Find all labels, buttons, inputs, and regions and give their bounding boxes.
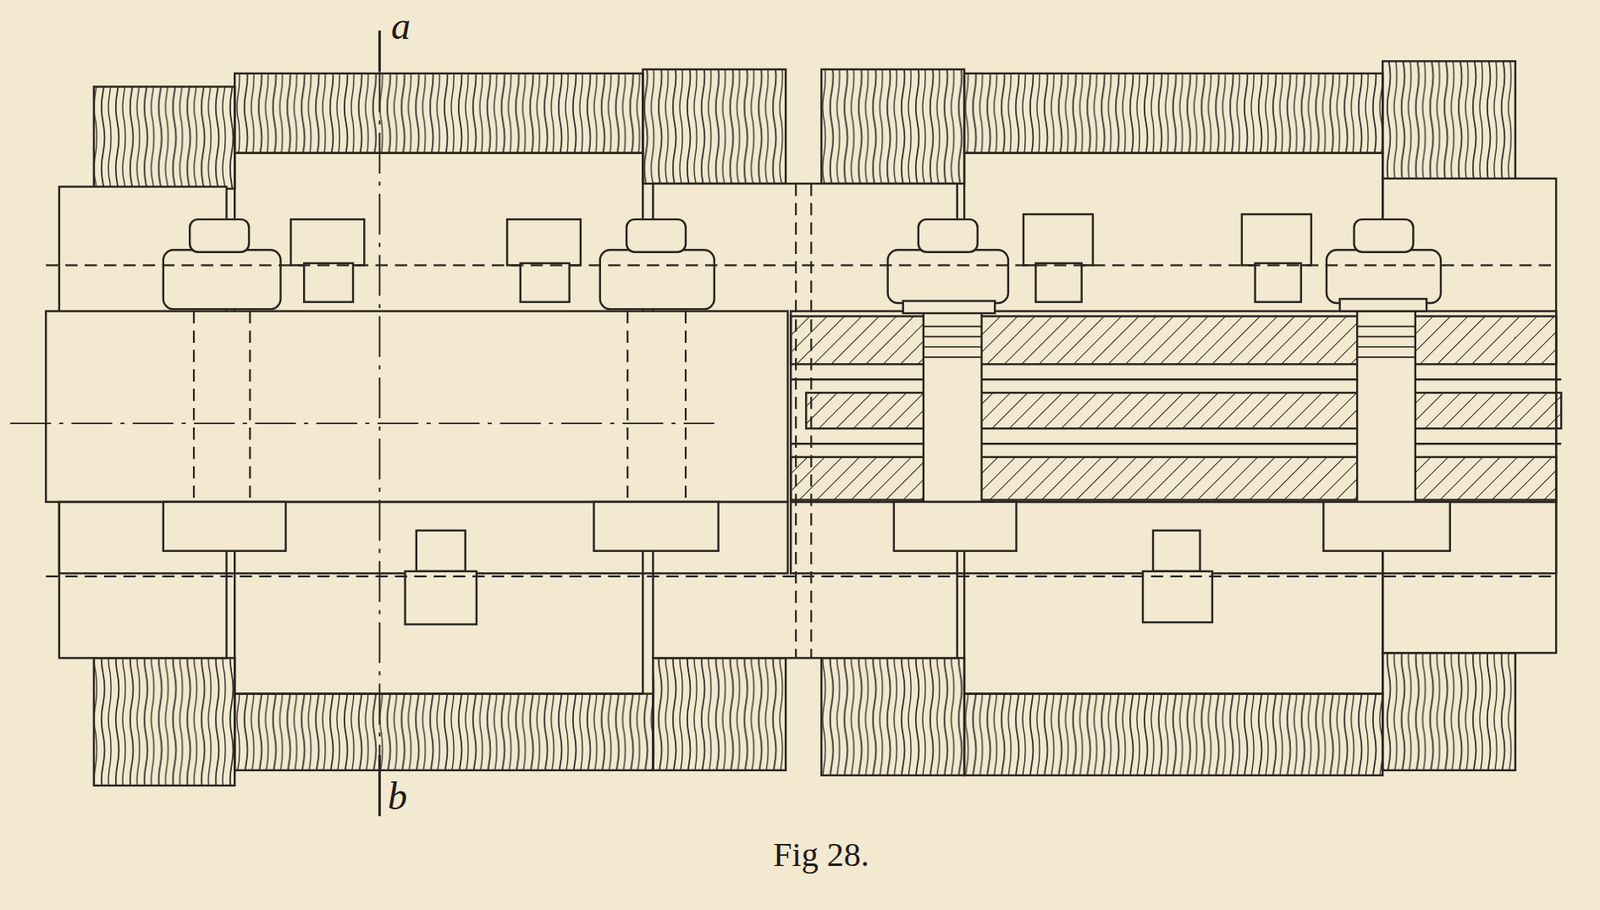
section-label: a: [391, 6, 411, 46]
section-label: b: [387, 777, 408, 817]
figure-caption: Fig 28.: [772, 838, 869, 872]
